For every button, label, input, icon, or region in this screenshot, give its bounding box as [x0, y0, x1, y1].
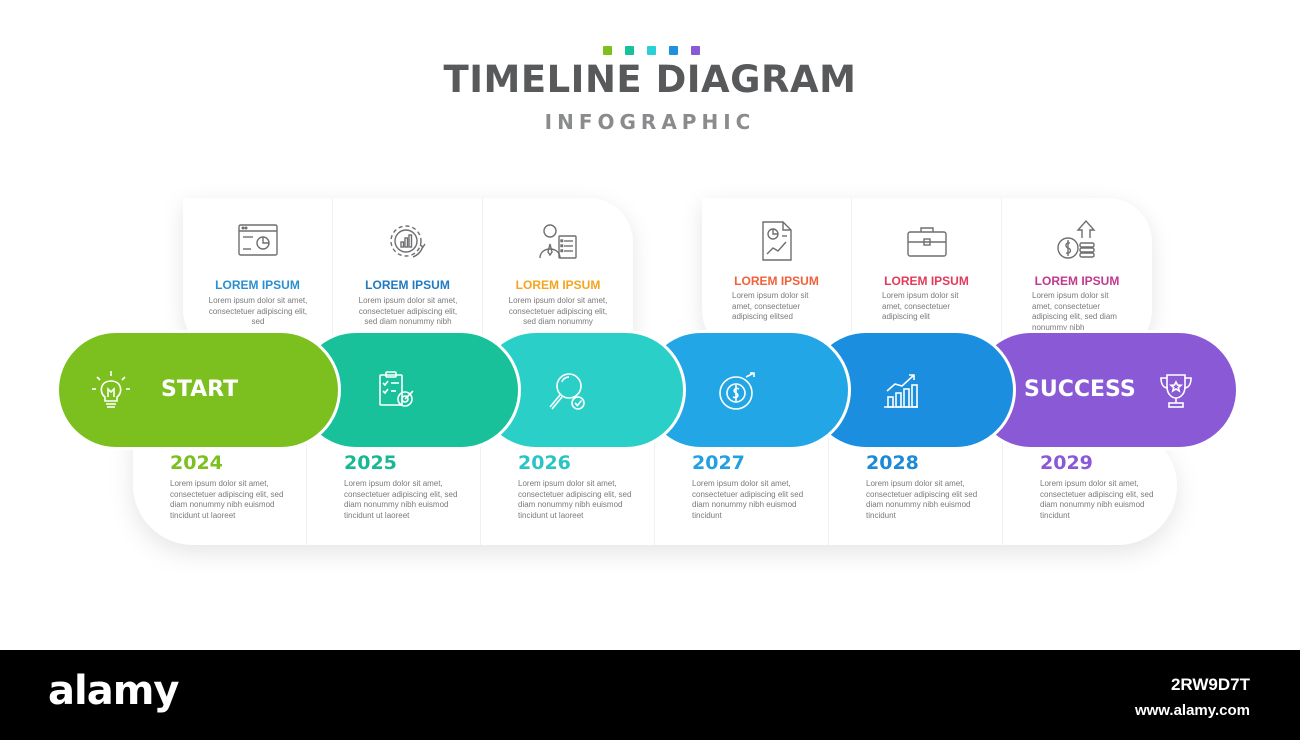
milestone-text: Lorem ipsum dolor sit amet, consectetuer…	[1040, 479, 1154, 520]
top-card-text: Lorem ipsum dolor sit amet, consectetuer…	[732, 291, 809, 321]
milestone-year: 2028	[866, 452, 919, 474]
success-label: SUCCESS	[1024, 377, 1136, 402]
milestone-text: Lorem ipsum dolor sit amet, consectetuer…	[692, 479, 804, 520]
top-card: LOREM IPSUM Lorem ipsum dolor sit amet, …	[183, 198, 333, 354]
milestone-year: 2026	[518, 452, 571, 474]
footer-bar: alamy 2RW9D7T www.alamy.com	[0, 650, 1300, 740]
top-card-text: Lorem ipsum dolor sit amet, consectetuer…	[508, 296, 608, 326]
milestone-year: 2024	[170, 452, 223, 474]
milestone-year: 2027	[692, 452, 745, 474]
top-card-text: Lorem ipsum dolor sit amet, consectetuer…	[208, 296, 308, 326]
growth-chart-icon	[879, 369, 923, 413]
trophy-icon	[1154, 369, 1198, 413]
lightbulb-icon	[89, 369, 133, 413]
image-id: 2RW9D7T	[1170, 675, 1250, 694]
coins-growth-icon	[1054, 218, 1100, 264]
header-dot	[603, 46, 612, 55]
browser-chart-icon	[235, 218, 281, 264]
top-card-title: LOREM IPSUM	[884, 274, 969, 288]
brand-logo: alamy	[48, 668, 179, 714]
top-card-text: Lorem ipsum dolor sit amet, consectetuer…	[882, 291, 959, 321]
header-dot	[691, 46, 700, 55]
top-card-title: LOREM IPSUM	[1034, 274, 1120, 288]
milestone-text: Lorem ipsum dolor sit amet, consectetuer…	[170, 479, 284, 520]
checklist-target-icon	[374, 369, 418, 413]
top-card: LOREM IPSUM Lorem ipsum dolor sit amet, …	[483, 198, 633, 354]
site-url: www.alamy.com	[1134, 702, 1250, 719]
timeline-segment-start: START	[56, 330, 341, 450]
top-card-title: LOREM IPSUM	[734, 274, 819, 288]
top-card-text: Lorem ipsum dolor sit amet, consectetuer…	[358, 296, 458, 326]
businessman-checklist-icon	[535, 218, 581, 264]
top-card-title: LOREM IPSUM	[215, 278, 300, 292]
top-card-group-right: LOREM IPSUM Lorem ipsum dolor sit amet, …	[702, 198, 1152, 354]
header-dot	[647, 46, 656, 55]
milestone-text: Lorem ipsum dolor sit amet, consectetuer…	[866, 479, 978, 520]
briefcase-icon	[904, 218, 950, 264]
start-label: START	[161, 377, 239, 402]
top-card-group-left: LOREM IPSUM Lorem ipsum dolor sit amet, …	[183, 198, 633, 354]
top-card-title: LOREM IPSUM	[365, 278, 450, 292]
milestone-text: Lorem ipsum dolor sit amet, consectetuer…	[518, 479, 632, 520]
milestone-year: 2029	[1040, 452, 1093, 474]
top-card: LOREM IPSUM Lorem ipsum dolor sit amet, …	[852, 198, 1002, 354]
top-card: LOREM IPSUM Lorem ipsum dolor sit amet, …	[1002, 198, 1152, 354]
top-card-text: Lorem ipsum dolor sit amet, consectetuer…	[1032, 291, 1117, 332]
dollar-cycle-icon	[714, 369, 758, 413]
header-dot	[669, 46, 678, 55]
top-card: LOREM IPSUM Lorem ipsum dolor sit amet, …	[702, 198, 852, 354]
magnifier-check-icon	[545, 369, 589, 413]
header-dots	[603, 46, 700, 55]
page-subtitle: INFOGRAPHIC	[544, 110, 756, 134]
top-card-title: LOREM IPSUM	[515, 278, 601, 292]
milestone-year: 2025	[344, 452, 397, 474]
gear-chart-icon	[385, 218, 431, 264]
page-title: TIMELINE DIAGRAM	[443, 58, 857, 101]
top-card: LOREM IPSUM Lorem ipsum dolor sit amet, …	[333, 198, 483, 354]
timeline-band: SUCCESS	[56, 330, 1239, 450]
milestone-text: Lorem ipsum dolor sit amet, consectetuer…	[344, 479, 458, 520]
header-dot	[625, 46, 634, 55]
report-document-icon	[754, 218, 800, 264]
